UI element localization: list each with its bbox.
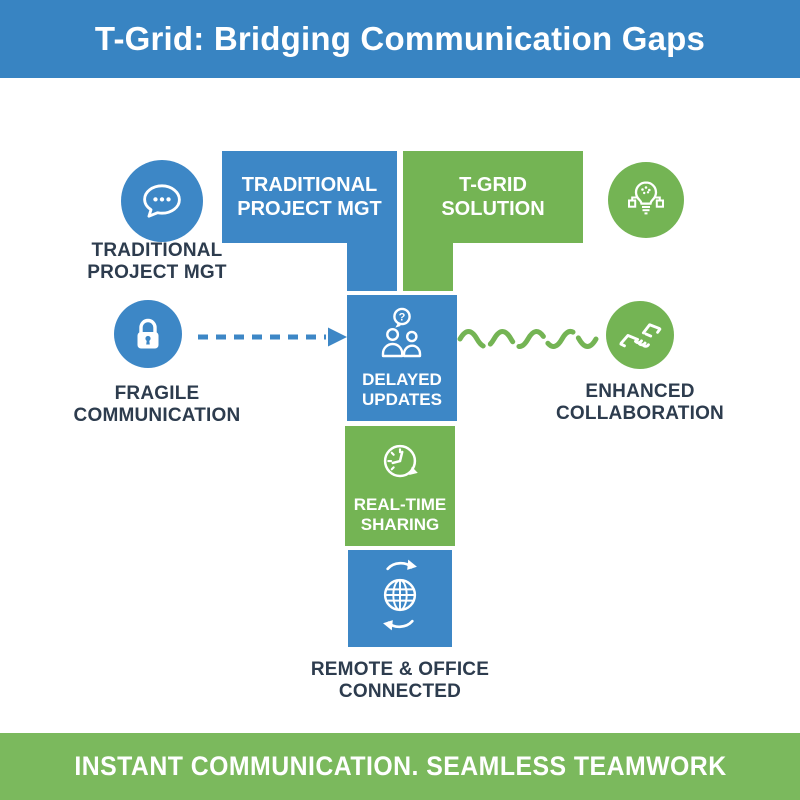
label-line: COMMUNICATION — [73, 404, 241, 426]
svg-text:?: ? — [399, 312, 406, 324]
footer-bar: INSTANT COMMUNICATION. SEAMLESS TEAMWORK — [0, 733, 800, 800]
label-line: PROJECT MGT — [87, 261, 227, 283]
block-label-line: PROJECT MGT — [237, 198, 382, 220]
lock-icon — [137, 318, 159, 349]
chat-bubble-icon — [143, 184, 181, 218]
remote-office-block — [348, 550, 452, 647]
fragile-communication-label: FRAGILE COMMUNICATION — [37, 383, 277, 426]
t-left-stem-extension — [347, 243, 397, 291]
traditional-pm-badge — [121, 160, 203, 242]
block-label-line: SHARING — [360, 515, 440, 534]
block-label-line: UPDATES — [362, 390, 442, 409]
remote-office-label: REMOTE & OFFICE CONNECTED — [300, 659, 500, 702]
handshake-icon — [619, 323, 662, 348]
enhanced-collaboration-badge — [606, 301, 674, 369]
delayed-updates-block: ? DELAYED UPDATES — [347, 295, 457, 421]
block-label-line: TRADITIONAL — [241, 174, 378, 196]
dashed-arrow-connector — [198, 327, 347, 347]
t-right-stem-extension — [403, 243, 453, 291]
idea-network-icon — [628, 181, 664, 215]
label-line: TRADITIONAL — [91, 240, 223, 261]
label-line: REMOTE & OFFICE — [310, 659, 490, 680]
enhanced-collaboration-label: ENHANCED COLLABORATION — [520, 381, 760, 424]
idea-badge — [608, 162, 684, 238]
block-label-line: SOLUTION — [441, 198, 545, 220]
header-bar: T-Grid: Bridging Communication Gaps — [0, 0, 800, 78]
wave-connector — [457, 329, 599, 349]
page-title: T-Grid: Bridging Communication Gaps — [94, 20, 706, 57]
block-label-line: DELAYED — [362, 370, 442, 389]
realtime-sharing-block: REAL-TIME SHARING — [345, 426, 455, 546]
label-line: ENHANCED — [585, 381, 695, 402]
block-label-line: T-GRID — [459, 174, 527, 196]
globe-sync-icon — [383, 559, 417, 630]
block-label-line: REAL-TIME — [353, 495, 447, 514]
t-left-header-block: TRADITIONAL PROJECT MGT — [222, 151, 397, 243]
fragile-communication-badge — [114, 300, 182, 368]
label-line: COLLABORATION — [556, 402, 724, 424]
footer-tagline: INSTANT COMMUNICATION. SEAMLESS TEAMWORK — [73, 751, 727, 781]
label-line: CONNECTED — [338, 680, 462, 702]
t-right-header-block: T-GRID SOLUTION — [403, 151, 583, 243]
realtime-clock-icon — [383, 444, 418, 478]
traditional-pm-label: TRADITIONAL PROJECT MGT — [57, 240, 257, 283]
people-question-icon: ? — [381, 307, 422, 358]
label-line: FRAGILE — [114, 383, 200, 404]
